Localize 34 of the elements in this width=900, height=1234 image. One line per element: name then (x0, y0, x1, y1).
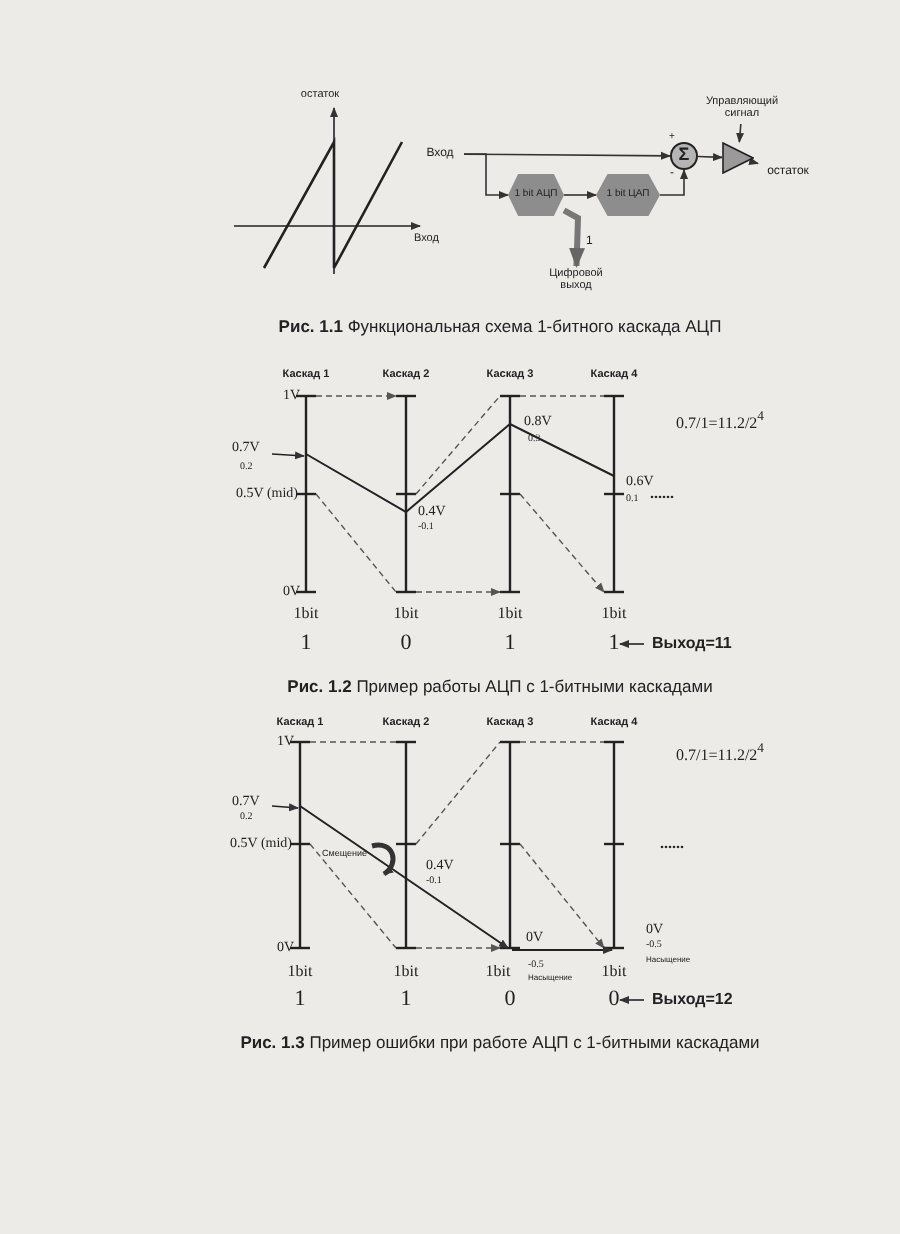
arrow (736, 123, 745, 143)
output-bit: 1 (300, 633, 312, 655)
arrow (748, 157, 759, 166)
figure-caption: Рис. 1.3 Пример ошибки при работе АЦП с 1-битными каскадами (240, 1033, 760, 1051)
formula: 0.7/1=11.2/2$^{4}$ (676, 412, 764, 432)
bit-label: 1bit (293, 606, 319, 622)
figure-caption: Рис. 1.2 Пример работы АЦП с 1-битными каскадами (287, 677, 713, 695)
continuation-dots: ...... (650, 486, 674, 502)
output-bit: 0 (400, 633, 412, 655)
bit-label: 1bit (287, 964, 313, 980)
bit-label: 1bit (601, 964, 627, 980)
formula: 0.7/1=11.2/2$^{4}$ (676, 744, 764, 764)
arrow (463, 153, 509, 199)
bit-label: 1bit (497, 606, 523, 622)
output-bit: 1 (294, 989, 306, 1011)
output-bit: 0 (608, 989, 620, 1011)
arrow (659, 169, 688, 196)
bit-label: 1bit (393, 964, 419, 980)
amplifier (722, 142, 754, 174)
arrow (563, 191, 597, 199)
output-bit: 1 (400, 989, 412, 1011)
output-bit: 1 (504, 633, 516, 655)
bit-label: 1bit (485, 964, 511, 980)
continuation-dots: ...... (660, 836, 684, 852)
bit-label: 1bit (393, 606, 419, 622)
output-value: Выход=12 (652, 992, 733, 1008)
output-bit: 0 (504, 989, 516, 1011)
bit-label: 1bit (601, 606, 627, 622)
figure-caption: Рис. 1.1 Функциональная схема 1-битного каскада АЦП (278, 317, 722, 335)
arrow (697, 153, 723, 162)
summing-junction: Σ (670, 142, 698, 170)
output-value: Выход=11 (652, 636, 732, 652)
arrow (562, 207, 586, 268)
output-bit: 1 (608, 633, 620, 655)
